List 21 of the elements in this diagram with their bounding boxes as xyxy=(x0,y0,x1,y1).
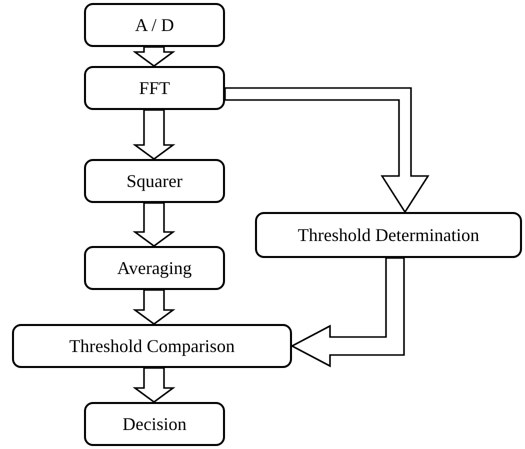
process-box xyxy=(84,66,225,110)
process-box xyxy=(84,246,225,290)
box-label: Averaging xyxy=(117,258,192,278)
box-label: Squarer xyxy=(126,170,182,192)
hollow-arrow xyxy=(132,109,176,160)
process-box xyxy=(84,402,225,446)
box-label: FFT xyxy=(138,78,170,98)
process-box xyxy=(12,324,292,368)
box-label: Threshold Comparison xyxy=(69,336,235,356)
hollow-arrow xyxy=(132,202,176,247)
hollow-arrow xyxy=(132,289,176,325)
box-label: Threshold Determination xyxy=(298,224,480,246)
process-box xyxy=(255,212,522,258)
hollow-arrow xyxy=(132,46,176,67)
hollow-arrow xyxy=(132,367,176,403)
hollow-arrow xyxy=(224,87,430,214)
process-box xyxy=(84,159,225,203)
hollow-arrow xyxy=(290,257,405,368)
process-box xyxy=(84,3,225,47)
box-label: Decision xyxy=(122,414,186,434)
box-label: A / D xyxy=(134,14,174,36)
